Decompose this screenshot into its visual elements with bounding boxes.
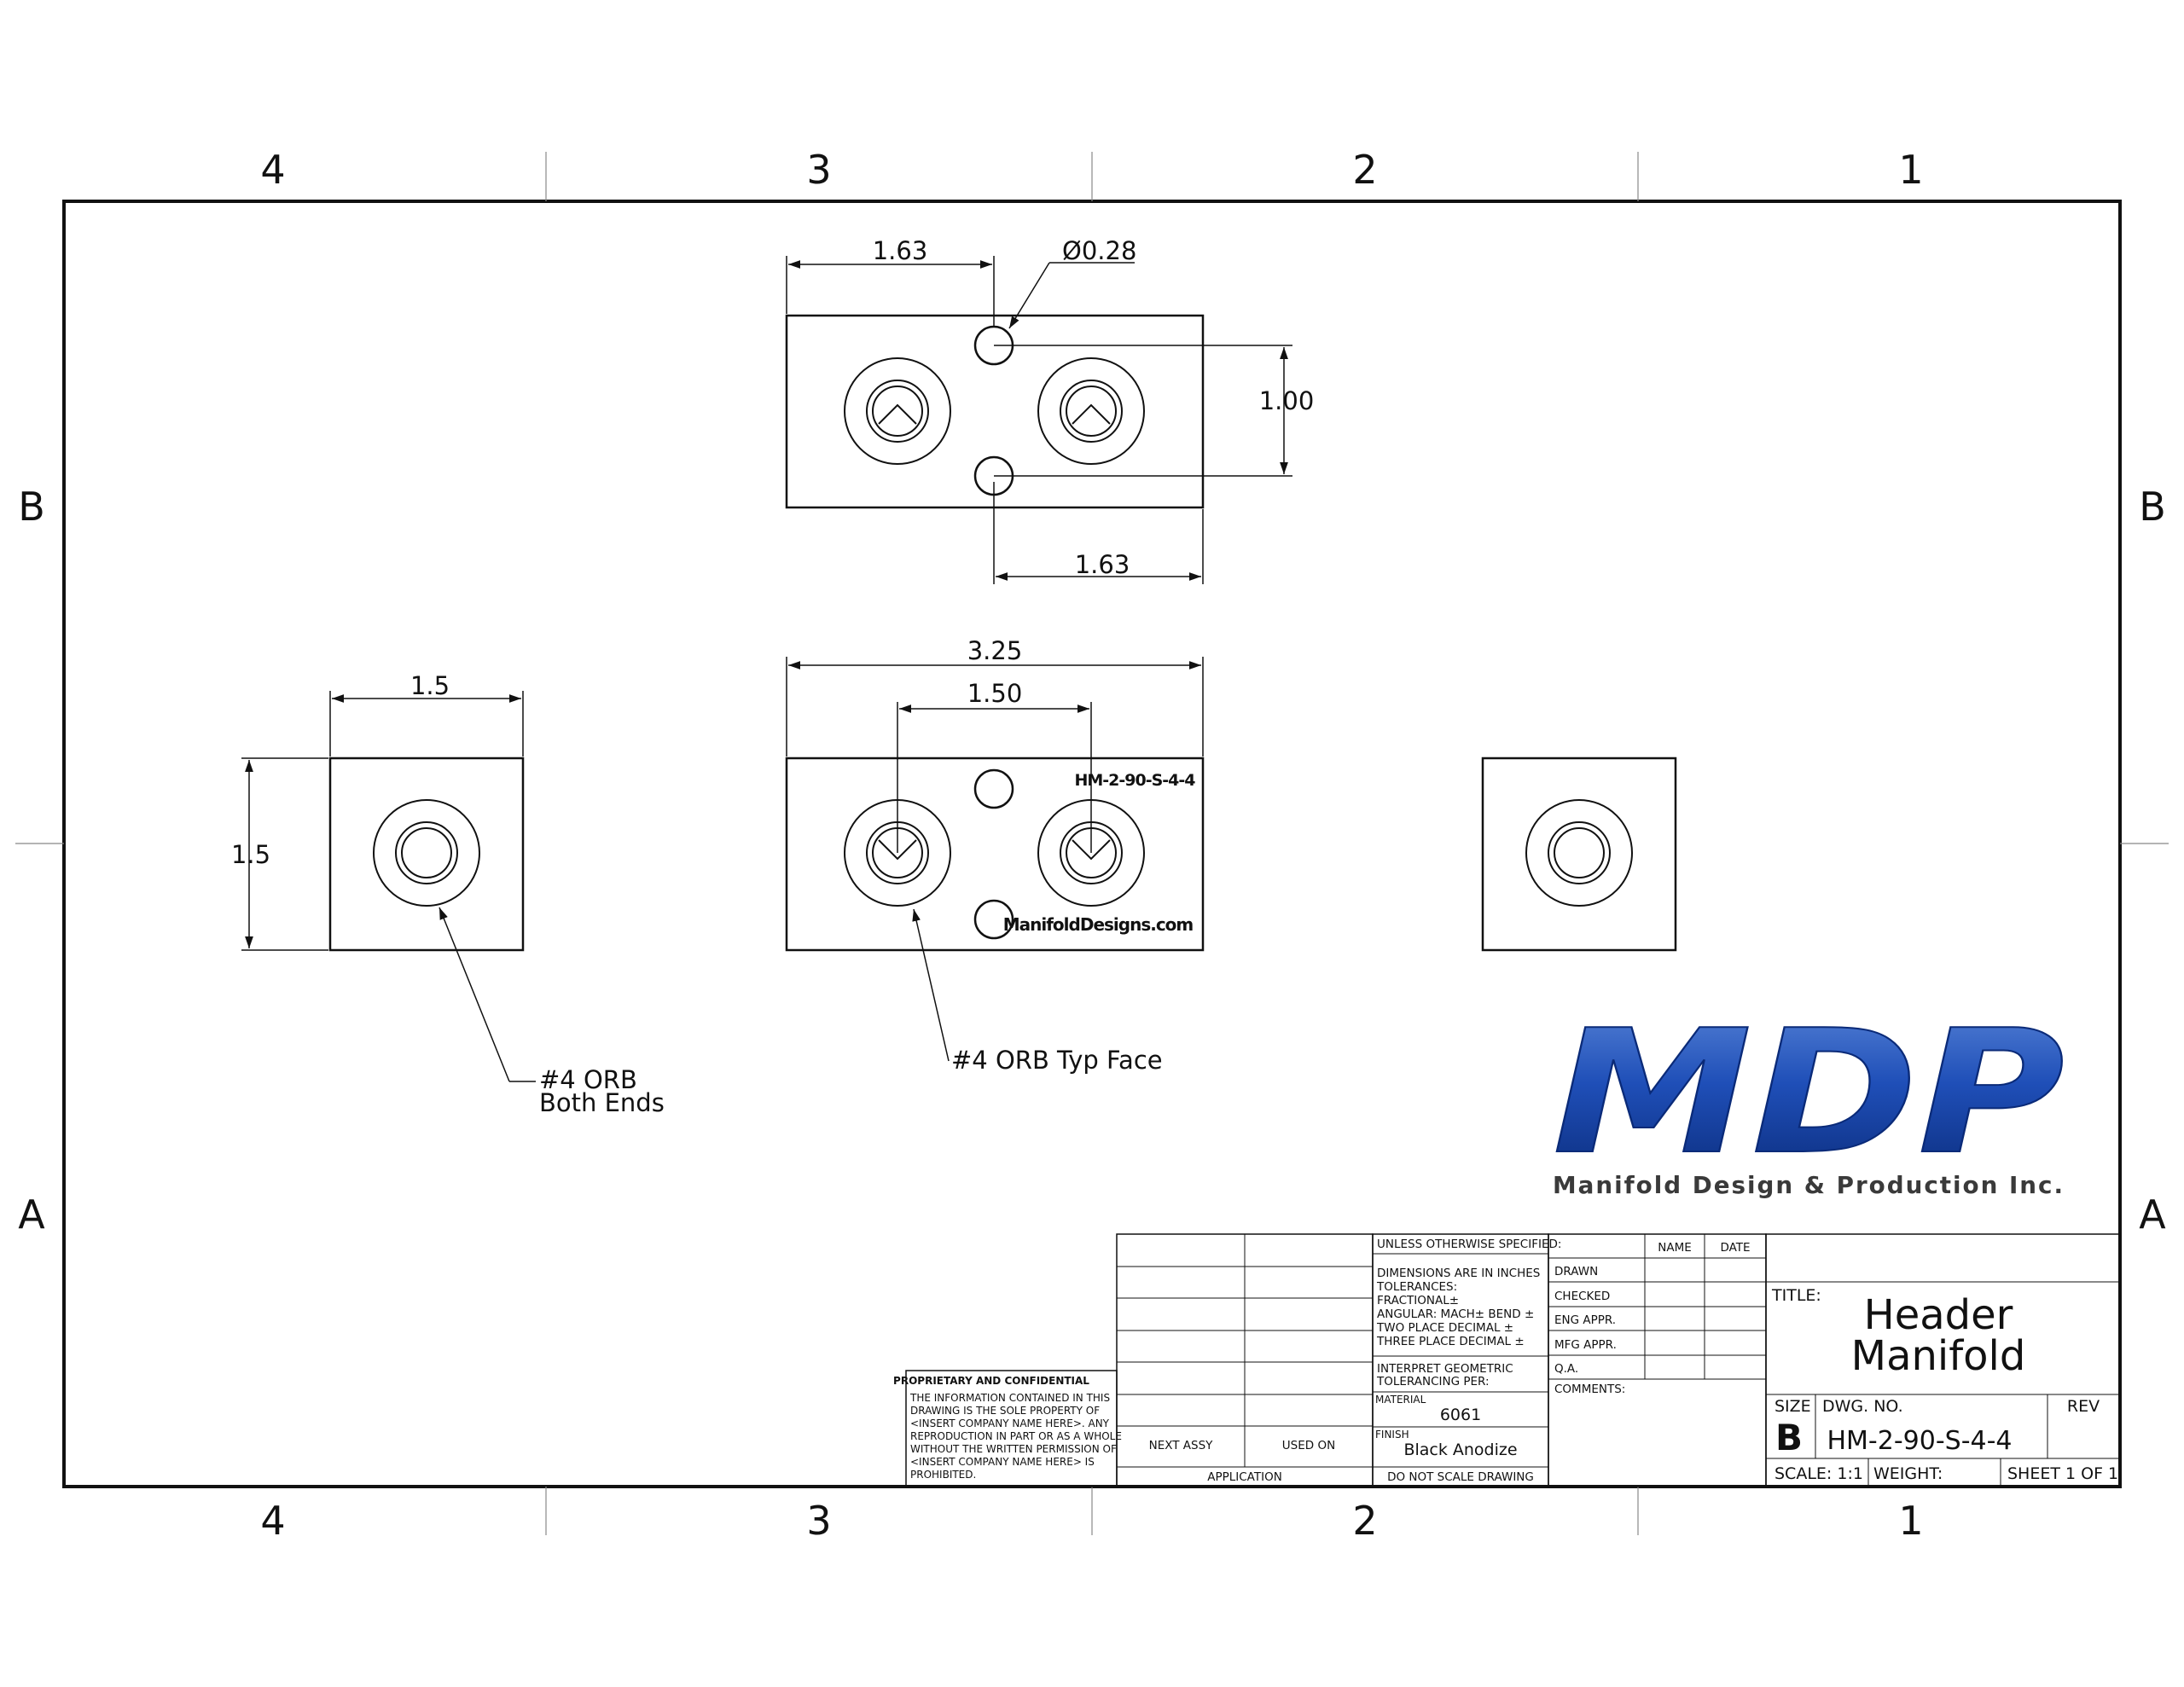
tolerance-line-4: ANGULAR: MACH± BEND ± [1377, 1307, 1534, 1321]
finish-label: FINISH [1375, 1429, 1409, 1441]
top-view: 1.63 Ø0.28 1.00 1.63 [785, 236, 1315, 584]
dim-side-height: 1.5 [231, 840, 270, 869]
zone-col-bottom-3: 3 [806, 1498, 831, 1544]
date-header: DATE [1720, 1241, 1750, 1255]
material-label: MATERIAL [1375, 1394, 1426, 1406]
weight-label: WEIGHT: [1873, 1464, 1943, 1483]
title-line-1: Header [1864, 1291, 2013, 1339]
zone-col-bottom-4: 4 [260, 1498, 285, 1544]
tolerance-line-2: TOLERANCES: [1376, 1280, 1457, 1294]
callout-side-orb: #4 ORB [539, 1065, 637, 1094]
size-label: SIZE [1774, 1397, 1811, 1416]
interpret-line-2: TOLERANCING PER: [1376, 1375, 1490, 1388]
interpret-line-1: INTERPRET GEOMETRIC [1377, 1362, 1513, 1376]
zone-row-right-a: A [2139, 1191, 2166, 1238]
dim-hole-spacing: 1.00 [1259, 386, 1315, 415]
sheet-label: SHEET 1 OF 1 [2007, 1464, 2118, 1483]
front-hole-bottom [973, 899, 1014, 940]
proprietary-line-7: PROHIBITED. [910, 1469, 976, 1481]
dim-hole-diameter: Ø0.28 [1062, 236, 1136, 265]
dim-top-width: 1.63 [873, 236, 928, 265]
approval-checked: CHECKED [1554, 1290, 1610, 1303]
title-block: PROPRIETARY AND CONFIDENTIAL THE INFORMA… [893, 1233, 2121, 1487]
title-line-2: Manifold [1851, 1332, 2026, 1380]
dwg-no-label: DWG. NO. [1822, 1397, 1903, 1416]
tolerance-line-3: FRACTIONAL± [1377, 1294, 1459, 1307]
left-side-view: 1.5 1.5 #4 ORB Both Ends [231, 671, 665, 1117]
zone-col-top-1: 1 [1898, 147, 1923, 193]
zone-row-right-b: B [2139, 484, 2166, 530]
tolerance-line-1: DIMENSIONS ARE IN INCHES [1377, 1267, 1540, 1280]
zone-col-top-4: 4 [260, 147, 285, 193]
mdp-logo: MDP Manifold Design & Production Inc. [1552, 993, 2065, 1199]
proprietary-line-4: REPRODUCTION IN PART OR AS A WHOLE [910, 1430, 1122, 1442]
mdp-company-name: Manifold Design & Production Inc. [1553, 1171, 2065, 1199]
callout-side-both-ends: Both Ends [539, 1088, 665, 1117]
unless-specified-label: UNLESS OTHERWISE SPECIFIED: [1377, 1238, 1561, 1251]
material-value: 6061 [1440, 1406, 1481, 1424]
approval-drawn: DRAWN [1554, 1265, 1598, 1278]
dim-front-width: 3.25 [967, 636, 1023, 665]
approval-eng: ENG APPR. [1554, 1313, 1616, 1327]
right-side-view [1481, 757, 1677, 952]
port-right [1037, 357, 1145, 465]
title-label: TITLE: [1771, 1286, 1821, 1305]
sheet-border [15, 152, 2169, 1535]
front-view: HM-2-90-S-4-4 ManifoldDesigns.com 3.25 1… [785, 636, 1205, 1075]
proprietary-heading: PROPRIETARY AND CONFIDENTIAL [893, 1375, 1089, 1387]
zone-col-top-3: 3 [806, 147, 831, 193]
zone-row-left-a: A [18, 1191, 45, 1238]
approval-qa: Q.A. [1554, 1362, 1578, 1376]
proprietary-line-2: DRAWING IS THE SOLE PROPERTY OF [910, 1405, 1100, 1417]
engraved-part-number: HM-2-90-S-4-4 [1074, 771, 1195, 790]
size-value: B [1775, 1417, 1803, 1458]
callout-front-orb: #4 ORB Typ Face [951, 1046, 1163, 1075]
zone-col-top-2: 2 [1352, 147, 1377, 193]
engraved-website: ManifoldDesigns.com [1003, 914, 1194, 935]
front-hole-top [973, 768, 1014, 809]
used-on-label: USED ON [1282, 1439, 1335, 1452]
dwg-no-value: HM-2-90-S-4-4 [1827, 1426, 2012, 1456]
tolerance-line-6: THREE PLACE DECIMAL ± [1376, 1335, 1525, 1348]
comments-label: COMMENTS: [1554, 1383, 1625, 1396]
dim-side-width: 1.5 [410, 671, 450, 700]
finish-value: Black Anodize [1403, 1441, 1517, 1459]
name-header: NAME [1658, 1241, 1692, 1255]
proprietary-line-3: <INSERT COMPANY NAME HERE>. ANY [910, 1417, 1110, 1429]
scale-label: SCALE: 1:1 [1774, 1464, 1863, 1483]
zone-labels: 4 3 2 1 4 3 2 1 B A B A [18, 147, 2166, 1544]
mdp-logo-letters: MDP [1553, 994, 2065, 1192]
rev-label: REV [2067, 1397, 2100, 1416]
approval-mfg: MFG APPR. [1554, 1338, 1617, 1352]
zone-col-bottom-2: 2 [1352, 1498, 1377, 1544]
proprietary-line-5: WITHOUT THE WRITTEN PERMISSION OF [910, 1443, 1117, 1455]
proprietary-line-6: <INSERT COMPANY NAME HERE> IS [910, 1456, 1095, 1468]
do-not-scale-label: DO NOT SCALE DRAWING [1387, 1470, 1534, 1484]
zone-col-bottom-1: 1 [1898, 1498, 1923, 1544]
port-left [844, 357, 951, 465]
zone-row-left-b: B [18, 484, 45, 530]
tolerance-line-5: TWO PLACE DECIMAL ± [1376, 1321, 1513, 1335]
application-label: APPLICATION [1207, 1470, 1282, 1484]
next-assy-label: NEXT ASSY [1149, 1439, 1214, 1452]
proprietary-line-1: THE INFORMATION CONTAINED IN THIS [909, 1392, 1110, 1404]
dim-port-spacing: 1.50 [967, 679, 1023, 708]
dim-top-bottom-width: 1.63 [1075, 550, 1130, 579]
